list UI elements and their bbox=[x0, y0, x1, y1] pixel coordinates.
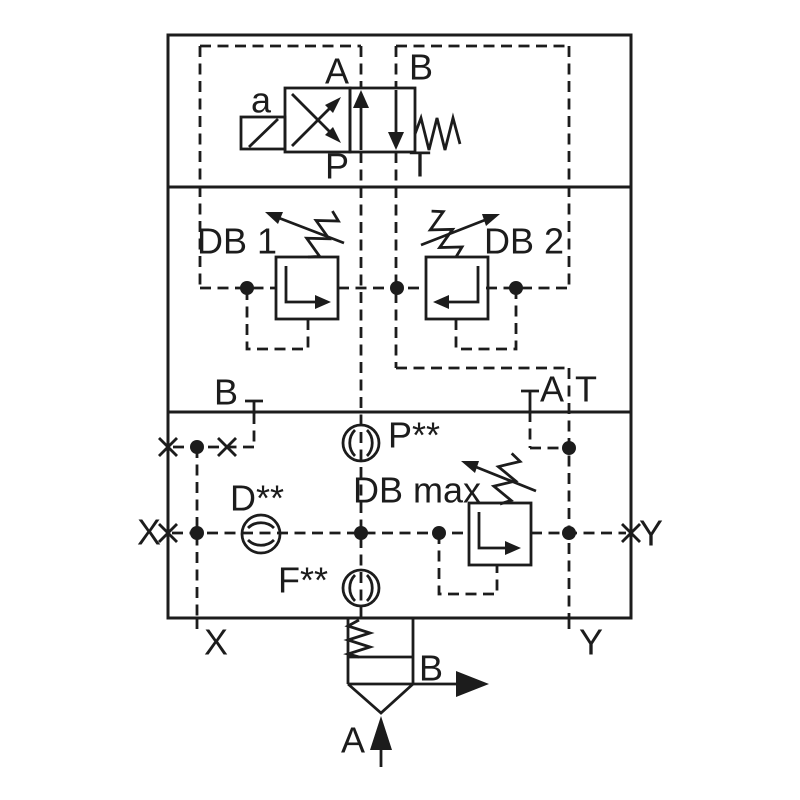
straight-flow-arrows-icon bbox=[353, 90, 404, 150]
measuring-port-d-label: D** bbox=[230, 478, 284, 519]
measuring-port-p-label: P** bbox=[388, 415, 440, 456]
plugged-line-icon bbox=[217, 437, 237, 457]
solenoid-icon bbox=[239, 115, 287, 151]
db2-label: DB 2 bbox=[484, 221, 564, 262]
port-a-plug-icon bbox=[521, 389, 539, 411]
db1-label: DB 1 bbox=[197, 221, 277, 262]
valve-port-a-label: A bbox=[325, 51, 349, 92]
main-port-b-label: B bbox=[419, 648, 443, 689]
pilot-lines bbox=[172, 44, 626, 634]
plugged-port-x-side-icon bbox=[158, 523, 178, 543]
measuring-port-d-icon bbox=[240, 513, 282, 555]
poppet-seat-icon bbox=[347, 682, 414, 715]
valve-port-p-label: P bbox=[325, 146, 349, 187]
db2-pilot-line bbox=[454, 288, 518, 351]
db2-adjust-arrow bbox=[420, 218, 486, 247]
port-b-flow-arrow-icon bbox=[413, 671, 489, 697]
crossed-flow-arrows-icon bbox=[291, 93, 341, 147]
plug-symbols bbox=[158, 389, 641, 543]
db1-adjust-arrow bbox=[278, 216, 345, 245]
plugged-port-x-icon bbox=[158, 437, 178, 457]
check-valve bbox=[343, 618, 489, 767]
interface-port-b-label: B bbox=[214, 372, 238, 413]
relief-valve-db1 bbox=[265, 210, 345, 321]
measuring-port-f-label: F** bbox=[278, 560, 328, 601]
dbmax-label: DB max bbox=[353, 470, 481, 511]
valve-port-t-label: T bbox=[409, 144, 431, 185]
plugged-port-y-side-icon bbox=[621, 523, 641, 543]
port-y-bottom-label: Y bbox=[579, 622, 603, 663]
port-x-side-label: X bbox=[137, 512, 161, 553]
check-valve-spring-icon bbox=[343, 618, 375, 659]
main-port-a-label: A bbox=[341, 720, 365, 761]
relief-valve-dbmax bbox=[461, 452, 537, 567]
dbmax-adjust-arrow bbox=[475, 465, 537, 493]
labels: a A B P T DB 1 DB 2 B A T P** DB max D**… bbox=[137, 47, 663, 761]
db2-spring-icon bbox=[427, 209, 465, 258]
valve-spring-icon bbox=[413, 112, 462, 151]
junction-dots bbox=[190, 281, 576, 540]
solenoid-a-label: a bbox=[251, 80, 272, 121]
db1-pilot-line bbox=[245, 288, 310, 351]
port-b-plug-icon bbox=[245, 399, 263, 414]
dbmax-pilot-line bbox=[437, 533, 499, 596]
port-y-side-label: Y bbox=[639, 513, 663, 554]
measuring-ports bbox=[240, 423, 381, 608]
measuring-port-f-icon bbox=[341, 568, 381, 608]
port-a-flow-arrow-icon bbox=[370, 716, 392, 767]
interface-port-a-label: A bbox=[540, 369, 564, 410]
interface-port-t-label: T bbox=[575, 369, 597, 410]
relief-valve-db2 bbox=[420, 209, 500, 321]
directional-valve bbox=[239, 86, 462, 154]
port-x-bottom-label: X bbox=[204, 622, 228, 663]
measuring-port-p-icon bbox=[341, 423, 381, 463]
dbmax-spring-icon bbox=[490, 452, 523, 506]
valve-port-b-label: B bbox=[409, 47, 433, 88]
manifold-frame bbox=[166, 33, 633, 620]
